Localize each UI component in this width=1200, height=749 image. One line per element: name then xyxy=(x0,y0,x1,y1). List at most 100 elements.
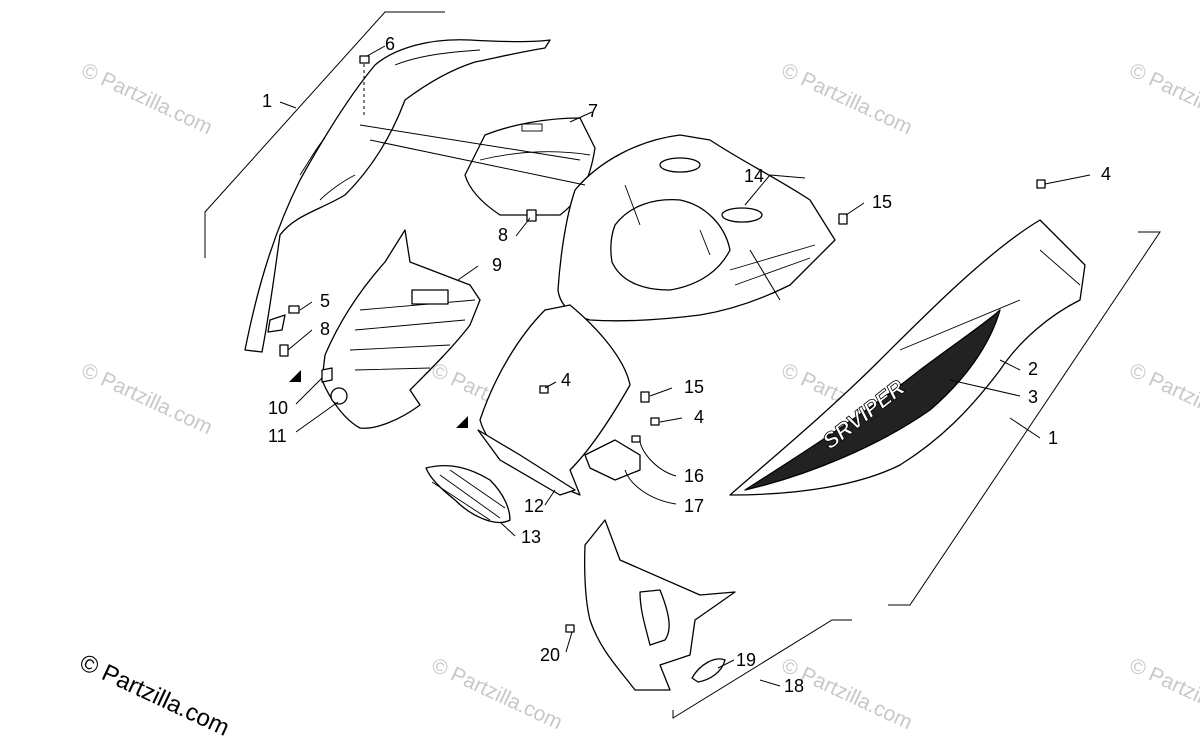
clip-8 xyxy=(526,209,537,222)
part-lower-nose xyxy=(477,304,631,496)
nose-grille xyxy=(477,429,576,496)
watermark: © Partzilla.com xyxy=(428,654,566,735)
callout-3: 3 xyxy=(1028,387,1038,407)
orientation-arrow-icon xyxy=(289,370,301,382)
windshield-badge xyxy=(521,123,543,132)
clip-10 xyxy=(321,367,333,383)
screw-icon xyxy=(359,55,370,64)
leader xyxy=(565,631,573,653)
leader xyxy=(366,45,386,57)
leader xyxy=(1009,417,1041,439)
leader-lines xyxy=(279,45,1091,687)
front-cap-shell xyxy=(321,229,481,429)
watermark: © Partzilla.com xyxy=(1126,59,1200,140)
callout-10: 10 xyxy=(268,398,288,418)
part-center-hood xyxy=(557,134,836,322)
callout-11: 11 xyxy=(268,426,287,446)
callout-4: 4 xyxy=(1101,164,1111,184)
callout-15b: 15 xyxy=(684,377,704,397)
clip-15 xyxy=(640,391,650,403)
leader xyxy=(769,174,806,179)
leader xyxy=(544,489,556,506)
leader xyxy=(759,679,781,687)
leader xyxy=(299,301,313,311)
pad-19 xyxy=(691,658,726,683)
part-lower-fairing xyxy=(565,519,736,691)
leader xyxy=(649,387,673,397)
screw-icon xyxy=(539,385,549,394)
leader xyxy=(717,659,735,669)
callout-4b: 4 xyxy=(561,370,571,390)
left-panel-shell xyxy=(244,39,551,353)
left-panel-creases xyxy=(299,49,481,201)
leader xyxy=(369,139,586,186)
leader xyxy=(499,521,516,537)
callout-1b: 1 xyxy=(1048,428,1058,448)
leader xyxy=(845,202,865,216)
front-cap-ridges xyxy=(349,299,476,371)
callout-12: 12 xyxy=(524,496,544,516)
callout-5: 5 xyxy=(320,291,330,311)
decal-9 xyxy=(411,289,449,305)
clip-8 xyxy=(279,344,289,357)
bracket-18 xyxy=(672,619,852,719)
screw-icon xyxy=(565,624,575,633)
right-panel-creases xyxy=(899,249,1081,351)
callout-8: 8 xyxy=(498,225,508,245)
callout-20: 20 xyxy=(540,645,560,665)
left-panel-tab xyxy=(267,314,286,333)
clip-15 xyxy=(838,213,848,225)
watermark: © Partzilla.com xyxy=(78,359,216,440)
hardware xyxy=(279,179,1046,428)
bracket-1-left xyxy=(204,11,445,258)
callout-18: 18 xyxy=(784,676,804,696)
leader xyxy=(949,379,1021,397)
screw-icon xyxy=(650,417,660,426)
watermark: © Partzilla.com xyxy=(778,59,916,140)
leader xyxy=(624,469,677,505)
screw-icon xyxy=(631,435,641,443)
copyright-text: © Partzilla.com xyxy=(75,649,233,742)
watermark: © Partzilla.com xyxy=(1126,359,1200,440)
part-bracket-16-17 xyxy=(584,435,641,481)
leader xyxy=(744,174,771,206)
hood-vent-left xyxy=(659,157,701,173)
leader xyxy=(295,401,339,433)
callout-15: 15 xyxy=(872,192,892,212)
callout-13: 13 xyxy=(521,527,541,547)
callout-4c: 4 xyxy=(694,407,704,427)
group-brackets xyxy=(204,11,1161,719)
clip-5 xyxy=(288,305,300,314)
part-screw-6 xyxy=(359,55,370,118)
callout-2: 2 xyxy=(1028,359,1038,379)
leader xyxy=(515,217,531,237)
mesh-lines xyxy=(431,469,506,521)
leader xyxy=(287,329,313,351)
orientation-arrow-icon xyxy=(456,416,468,428)
leader xyxy=(749,249,781,301)
windshield-line xyxy=(479,151,591,161)
part-front-cap xyxy=(321,229,481,429)
callout-19: 19 xyxy=(736,650,756,670)
callout-labels: 1 6 7 14 15 4 8 9 5 8 10 11 4 15 4 2 3 1… xyxy=(262,34,1111,696)
callout-17: 17 xyxy=(684,496,704,516)
leader xyxy=(999,359,1021,371)
right-panel-shell xyxy=(729,219,1086,496)
callout-1: 1 xyxy=(262,91,272,111)
hood-cockpit-opening xyxy=(610,199,731,291)
part-left-side-panel xyxy=(244,39,551,353)
leader xyxy=(1044,174,1091,185)
callout-8b: 8 xyxy=(320,319,330,339)
decal-stripe xyxy=(744,309,1001,491)
leader xyxy=(569,111,593,123)
watermark: © Partzilla.com xyxy=(78,59,216,140)
callout-14: 14 xyxy=(744,166,764,186)
callout-7: 7 xyxy=(588,101,598,121)
leader xyxy=(544,381,557,389)
fairing-opening xyxy=(639,589,670,646)
leader xyxy=(359,124,581,161)
leader xyxy=(279,101,297,109)
leader xyxy=(457,265,479,281)
part-right-side-panel: SRVIPER xyxy=(729,219,1086,496)
